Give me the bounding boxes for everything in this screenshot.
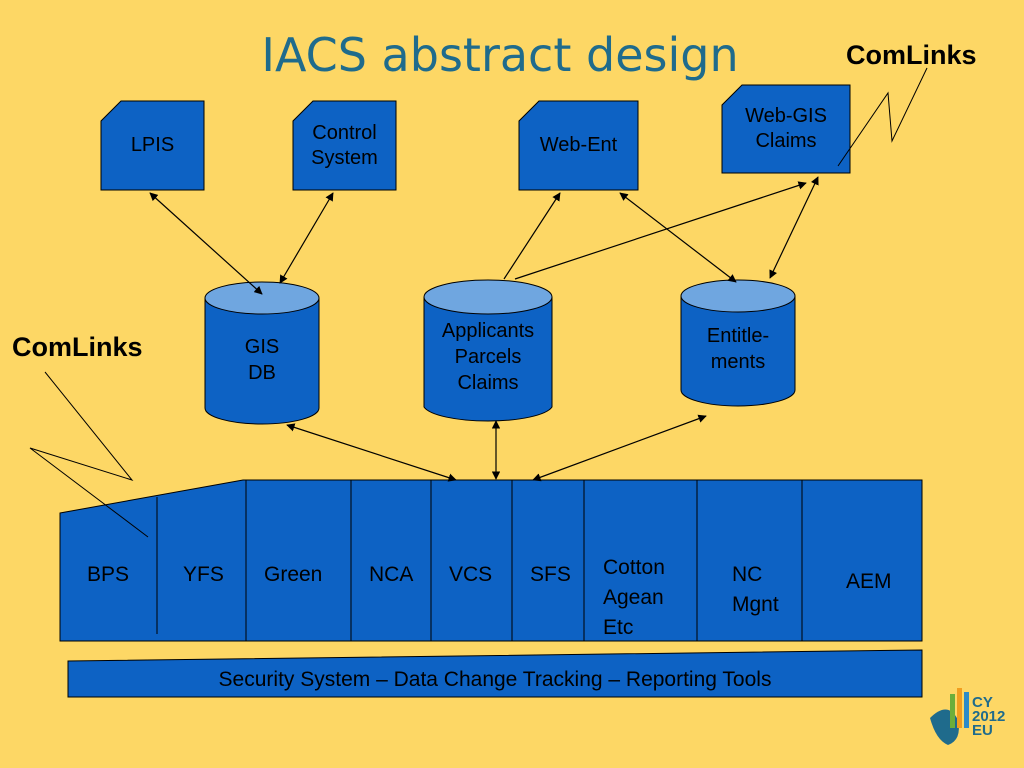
db-entitlements-line-1: Entitle- [706,325,770,347]
doc-webgis-line-1: Web-GIS [745,105,827,127]
db-applicants-parcels-claims: Applicants Parcels Claims [424,318,552,396]
module-cotton-line-1: Cotton [603,556,665,579]
comlinks-link-left [29,371,149,538]
module-vcs: VCS [449,560,492,590]
module-cotton-agean-etc: Cotton Agean Etc [603,553,665,643]
arrow-control-gisdb [279,192,334,284]
comlinks-label-top: ComLinks [846,40,977,70]
arrow-applicants-webent [503,192,561,280]
logo-line-2: 2012 [972,708,1006,725]
module-nca-line-1: NCA [369,563,414,586]
security-bar-label: Security System – Data Change Tracking –… [218,668,772,691]
doc-control-line-2: System [311,146,378,169]
doc-webgis-line-2: Claims [755,130,817,152]
arrow-webent-entitlements [619,192,737,283]
doc-webent-line-1: Web-Ent [539,134,618,156]
doc-webent-shape [518,100,639,191]
module-aem-line-1: AEM [846,570,892,593]
comlinks-link-top [837,67,928,167]
db-gisdb-line-1: GIS [244,336,280,358]
doc-web-ent: Web-Ent [519,101,638,190]
logo-line-3: EU [972,722,993,739]
page-title: IACS abstract design [261,28,739,82]
arrow-webgis-entitlements [769,176,819,279]
db-applicants-shape [423,279,553,422]
module-aem: AEM [846,567,892,597]
db-applicants-line-2: Parcels [454,346,522,368]
db-applicants-line-1: Applicants [441,320,535,342]
doc-lpis-line-1: LPIS [130,134,175,156]
doc-control-line-1: Control [312,121,377,144]
doc-lpis-shape [100,100,205,191]
arrow-lpis-gisdb [149,192,263,295]
module-sfs: SFS [530,560,571,590]
arrow-entitlements-modules [532,414,707,482]
module-sfs-line-1: SFS [530,563,571,586]
module-nca: NCA [369,560,413,590]
arrow-applicants-webgis [514,181,807,280]
module-ncmgnt-line-1: NC [732,563,763,586]
doc-webgis-shape [721,84,851,174]
module-bps-line-1: BPS [87,563,130,586]
doc-control-shape [292,100,397,191]
logo-line-1: CY [972,694,993,711]
module-yfs-line-1: YFS [183,563,224,586]
comlinks-label-left: ComLinks [12,332,143,362]
db-applicants-line-3: Claims [457,372,519,394]
module-vcs-line-1: VCS [449,563,493,586]
arrow-gisdb-modules [286,423,457,482]
db-entitlements: Entitle- ments [681,323,795,375]
security-bar-shape [67,649,923,698]
module-cotton-line-2: Agean [603,586,664,609]
db-entitlements-line-2: ments [710,351,766,373]
doc-lpis: LPIS [101,101,204,190]
modules-bar-shape [59,479,923,642]
module-yfs: YFS [183,560,224,590]
cy2012-logo-text: CY 2012 EU [972,694,1006,739]
module-nc-mgnt: NC Mgnt [732,560,779,620]
module-bps: BPS [87,560,129,590]
db-entitlements-shape [680,279,796,407]
module-ncmgnt-line-2: Mgnt [732,593,779,616]
db-gis-db: GIS DB [205,334,319,386]
db-gisdb-line-2: DB [248,362,276,384]
doc-web-gis-claims: Web-GIS Claims [722,85,850,173]
cy2012-logo-mark [930,688,969,745]
module-green-line-1: Green [264,563,323,586]
doc-control-system: Control System [293,101,396,190]
module-green: Green [264,560,322,590]
module-cotton-line-3: Etc [603,616,634,639]
